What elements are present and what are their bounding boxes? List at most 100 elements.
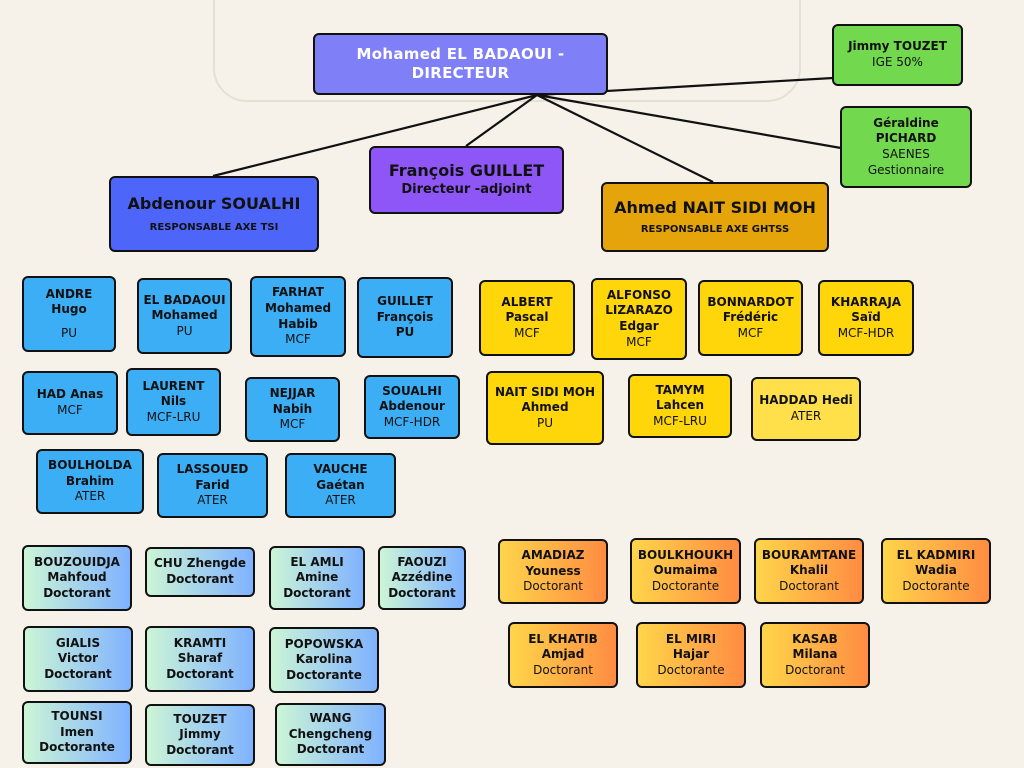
member-name: ANDRE Hugo	[45, 286, 93, 317]
connector-director-pichard	[536, 93, 842, 150]
member-card[interactable]: HAD Anas MCF	[22, 371, 118, 435]
doctorant-card[interactable]: EL MIRI Hajar Doctorante	[636, 622, 746, 688]
member-name: HAD Anas	[36, 387, 104, 402]
member-role: MCF	[514, 325, 540, 340]
deputy-name: François GUILLET	[388, 161, 545, 181]
member-name: ALFONSO LIZARAZO Edgar	[605, 287, 673, 333]
member-card[interactable]: NEJJAR Nabih MCF	[245, 377, 340, 442]
member-role: MCF-LRU	[653, 413, 707, 428]
axis-ghtss-role: RESPONSABLE AXE GHTSS	[640, 223, 790, 235]
member-name: FARHAT Mohamed Habib	[264, 285, 332, 331]
doctorant-card[interactable]: CHU Zhengde Doctorant	[145, 547, 255, 597]
doctorant-name: KASAB Milana	[792, 631, 838, 662]
axis-tsi-box[interactable]: Abdenour SOUALHI RESPONSABLE AXE TSI	[109, 176, 319, 252]
member-name: BONNARDOT Frédéric	[707, 294, 794, 325]
doctorant-card[interactable]: EL KHATIB Amjad Doctorant	[508, 622, 618, 688]
doctorant-card[interactable]: EL KADMIRI Wadia Doctorante	[881, 538, 991, 604]
doctorant-card[interactable]: AMADIAZ Youness Doctorant	[498, 539, 608, 604]
member-name: LAURENT Nils	[142, 378, 205, 409]
staff-role: SAENES Gestionnaire	[867, 147, 945, 177]
deputy-role: Directeur -adjoint	[401, 181, 532, 197]
doctorant-name: FAOUZI Azzédine Doctorant	[388, 554, 456, 600]
doctorant-name: KRAMTI Sharaf Doctorant	[166, 635, 234, 681]
doctorant-card[interactable]: WANG Chengcheng Doctorant	[275, 703, 386, 766]
member-name: HADDAD Hedi	[759, 393, 853, 408]
axis-ghtss-name: Ahmed NAIT SIDI MOH	[614, 198, 816, 218]
doctorant-card[interactable]: BOURAMTANE Khalil Doctorant	[754, 538, 864, 604]
member-card[interactable]: NAIT SIDI MOH Ahmed PU	[486, 371, 604, 445]
member-name: NAIT SIDI MOH Ahmed	[494, 384, 596, 415]
axis-ghtss-box[interactable]: Ahmed NAIT SIDI MOH RESPONSABLE AXE GHTS…	[601, 182, 829, 252]
member-role: ATER	[74, 489, 106, 504]
doctorant-role: Doctorant	[523, 579, 583, 594]
member-role: PU	[395, 325, 415, 340]
member-name: SOUALHI Abdenour	[379, 383, 445, 414]
director-box[interactable]: Mohamed EL BADAOUI - DIRECTEUR	[313, 33, 608, 95]
doctorant-card[interactable]: POPOWSKA Karolina Doctorante	[269, 627, 379, 693]
doctorant-name: GIALIS Victor Doctorant	[44, 635, 112, 681]
member-name: KHARRAJA Saïd	[830, 294, 902, 325]
member-role: ATER	[325, 493, 356, 508]
connector-director-deputy	[465, 94, 538, 147]
member-card[interactable]: GUILLET François PU	[357, 277, 453, 358]
member-role: MCF	[279, 417, 306, 432]
member-card[interactable]: LASSOUED Farid ATER	[157, 453, 268, 518]
doctorant-role: Doctorante	[651, 578, 720, 593]
member-card[interactable]: ALFONSO LIZARAZO Edgar MCF	[591, 278, 687, 360]
member-card[interactable]: ALBERT Pascal MCF	[479, 280, 575, 356]
doctorant-card[interactable]: GIALIS Victor Doctorant	[23, 626, 133, 692]
doctorant-name: WANG Chengcheng Doctorant	[288, 711, 373, 757]
deputy-box[interactable]: François GUILLET Directeur -adjoint	[369, 146, 564, 214]
doctorant-name: EL AMLI Amine Doctorant	[283, 554, 351, 600]
doctorant-name: AMADIAZ Youness	[521, 548, 585, 578]
member-name: EL BADAOUI Mohamed	[143, 292, 226, 323]
doctorant-card[interactable]: EL AMLI Amine Doctorant	[269, 546, 365, 610]
doctorant-card[interactable]: KRAMTI Sharaf Doctorant	[145, 626, 255, 692]
member-role: PU	[60, 325, 78, 340]
doctorant-card[interactable]: TOUNSI Imen Doctorante	[22, 701, 132, 764]
staff-pichard-box[interactable]: Géraldine PICHARD SAENES Gestionnaire	[840, 106, 972, 188]
doctorant-name: TOUZET Jimmy Doctorant	[166, 711, 234, 757]
member-card[interactable]: LAURENT Nils MCF-LRU	[126, 368, 221, 436]
doctorant-name: BOULKHOUKH Oumaima	[637, 547, 734, 578]
member-card[interactable]: BONNARDOT Frédéric MCF	[698, 280, 803, 356]
doctorant-name: EL KHATIB Amjad	[528, 631, 598, 662]
doctorant-name: BOURAMTANE Khalil	[761, 547, 857, 578]
member-role: MCF	[626, 334, 652, 349]
member-card[interactable]: BOULHOLDA Brahim ATER	[36, 449, 144, 514]
axis-tsi-role: RESPONSABLE AXE TSI	[149, 221, 279, 233]
member-name: ALBERT Pascal	[501, 294, 553, 325]
member-role: PU	[536, 415, 554, 430]
staff-touzet-box[interactable]: Jimmy TOUZET IGE 50%	[832, 24, 963, 86]
doctorant-card[interactable]: TOUZET Jimmy Doctorant	[145, 704, 255, 766]
doctorant-card[interactable]: BOUZOUIDJA Mahfoud Doctorant	[22, 545, 132, 611]
member-card[interactable]: KHARRAJA Saïd MCF-HDR	[818, 280, 914, 356]
member-role: MCF-HDR	[383, 414, 441, 429]
member-role: MCF	[57, 403, 83, 417]
doctorant-name: TOUNSI Imen Doctorante	[39, 709, 115, 755]
member-card[interactable]: EL BADAOUI Mohamed PU	[137, 278, 232, 354]
member-role: ATER	[790, 409, 822, 423]
doctorant-card[interactable]: FAOUZI Azzédine Doctorant	[378, 546, 466, 610]
doctorant-name: BOUZOUIDJA Mahfoud Doctorant	[34, 554, 120, 600]
member-name: BOULHOLDA Brahim	[48, 458, 132, 488]
doctorant-card[interactable]: BOULKHOUKH Oumaima Doctorante	[630, 538, 741, 604]
doctorant-name: POPOWSKA Karolina Doctorante	[284, 636, 364, 682]
member-name: TAMYM Lahcen	[655, 382, 705, 413]
staff-role: IGE 50%	[872, 55, 923, 69]
member-name: GUILLET François	[376, 294, 434, 324]
member-card[interactable]: ANDRE Hugo PU	[22, 276, 116, 352]
member-role: MCF-LRU	[146, 409, 201, 424]
doctorant-role: Doctorant	[533, 662, 593, 677]
member-card[interactable]: HADDAD Hedi ATER	[751, 377, 861, 441]
title-frame	[213, 0, 801, 102]
member-card[interactable]: VAUCHE Gaétan ATER	[285, 453, 396, 518]
member-card[interactable]: TAMYM Lahcen MCF-LRU	[628, 374, 732, 438]
doctorant-card[interactable]: KASAB Milana Doctorant	[760, 622, 870, 688]
member-card[interactable]: SOUALHI Abdenour MCF-HDR	[364, 375, 460, 439]
member-role: ATER	[197, 493, 228, 508]
doctorant-role: Doctorante	[902, 578, 970, 593]
member-card[interactable]: FARHAT Mohamed Habib MCF	[250, 276, 346, 357]
member-role: MCF	[737, 325, 764, 340]
member-name: VAUCHE Gaétan	[313, 462, 368, 492]
